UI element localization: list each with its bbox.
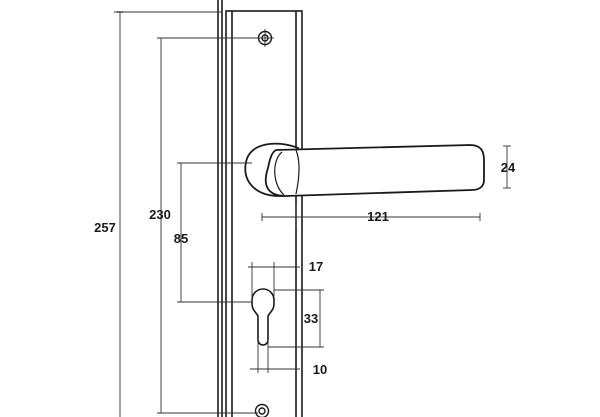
dimension-label-handle-height: 24 [501, 160, 516, 175]
lever-arm-bevel [295, 149, 300, 195]
dimension-label-handle-to-keyhole: 85 [174, 231, 188, 246]
dimension-label-hole-spacing: 230 [149, 207, 171, 222]
dimension-label-keyhole-bottom-width: 10 [313, 362, 327, 377]
dimension-label-handle-length: 121 [367, 209, 389, 224]
backplate-outer [225, 10, 303, 417]
screw-hole-icon [254, 403, 270, 417]
lever-arm [264, 144, 485, 197]
backplate [217, 0, 303, 417]
lever-handle [244, 142, 485, 197]
dimension-lines [114, 11, 511, 417]
euro-profile-cylinder-keyhole [251, 288, 275, 346]
dimension-label-keyhole-top-width: 17 [309, 259, 323, 274]
dimension-label-keyhole-height: 33 [304, 311, 318, 326]
dimension-label-total-height: 257 [94, 220, 116, 235]
